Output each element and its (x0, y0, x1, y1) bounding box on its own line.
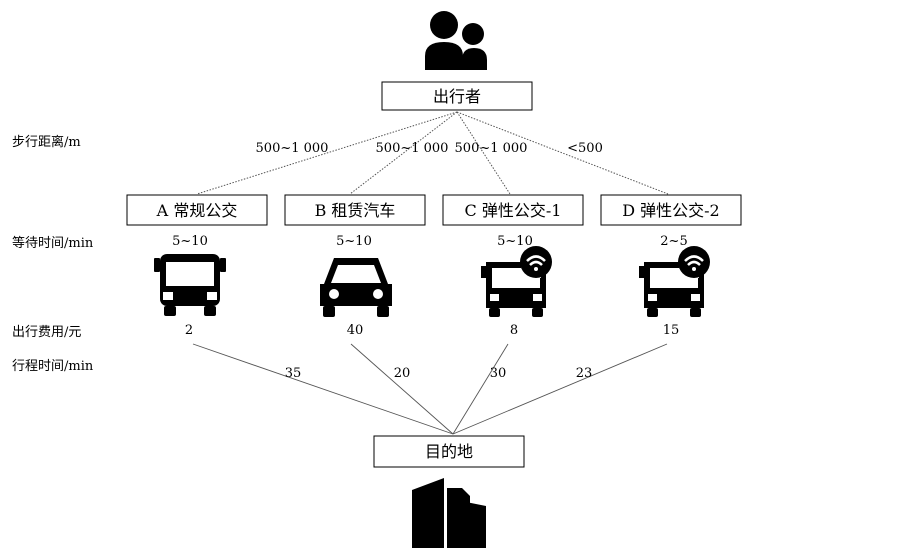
traveler-label: 出行者 (433, 87, 481, 106)
walk-lines (196, 111, 669, 195)
row-label-walk-distance: 步行距离/m (12, 134, 81, 150)
mode-label-b: B 租赁汽车 (315, 201, 396, 220)
car-icon (320, 258, 392, 317)
wait-time-b: 5~10 (336, 234, 372, 249)
flexible-bus-icon (481, 246, 552, 317)
cost-a: 2 (185, 323, 193, 338)
row-label-travel-time: 行程时间/min (12, 359, 94, 374)
travel-time-a: 35 (285, 366, 302, 381)
walk-distance-a: 500~1 000 (256, 141, 329, 156)
row-label-cost: 出行费用/元 (12, 325, 81, 340)
walk-distance-c: 500~1 000 (455, 141, 528, 156)
row-label-wait-time: 等待时间/min (12, 235, 94, 251)
travel-time-c: 30 (490, 366, 507, 381)
mode-label-d: D 弹性公交-2 (622, 201, 720, 220)
travel-time-d: 23 (576, 366, 593, 381)
travel-lines (192, 343, 668, 435)
cost-c: 8 (510, 323, 518, 338)
wait-time-c: 5~10 (497, 234, 533, 249)
bus-icon (154, 254, 226, 316)
mode-node-d: D 弹性公交-2 (600, 194, 742, 226)
mode-node-b: B 租赁汽车 (284, 194, 426, 226)
mode-node-a: A 常规公交 (126, 194, 268, 226)
walk-distance-b: 500~1 000 (376, 141, 449, 156)
cost-b: 40 (347, 323, 364, 338)
wait-time-a: 5~10 (172, 234, 208, 249)
mode-label-a: A 常规公交 (156, 201, 238, 220)
destination-label: 目的地 (425, 442, 473, 461)
mode-label-c: C 弹性公交-1 (465, 201, 562, 220)
building-icon (412, 478, 486, 548)
cost-d: 15 (663, 323, 680, 338)
people-icon (425, 11, 487, 70)
traveler-node: 出行者 (381, 81, 533, 111)
walk-distance-d: <500 (567, 141, 603, 156)
destination-node: 目的地 (373, 435, 525, 468)
travel-time-b: 20 (394, 366, 411, 381)
mode-node-c: C 弹性公交-1 (442, 194, 584, 226)
flexible-bus-icon (639, 246, 710, 317)
wait-time-d: 2~5 (660, 234, 687, 249)
